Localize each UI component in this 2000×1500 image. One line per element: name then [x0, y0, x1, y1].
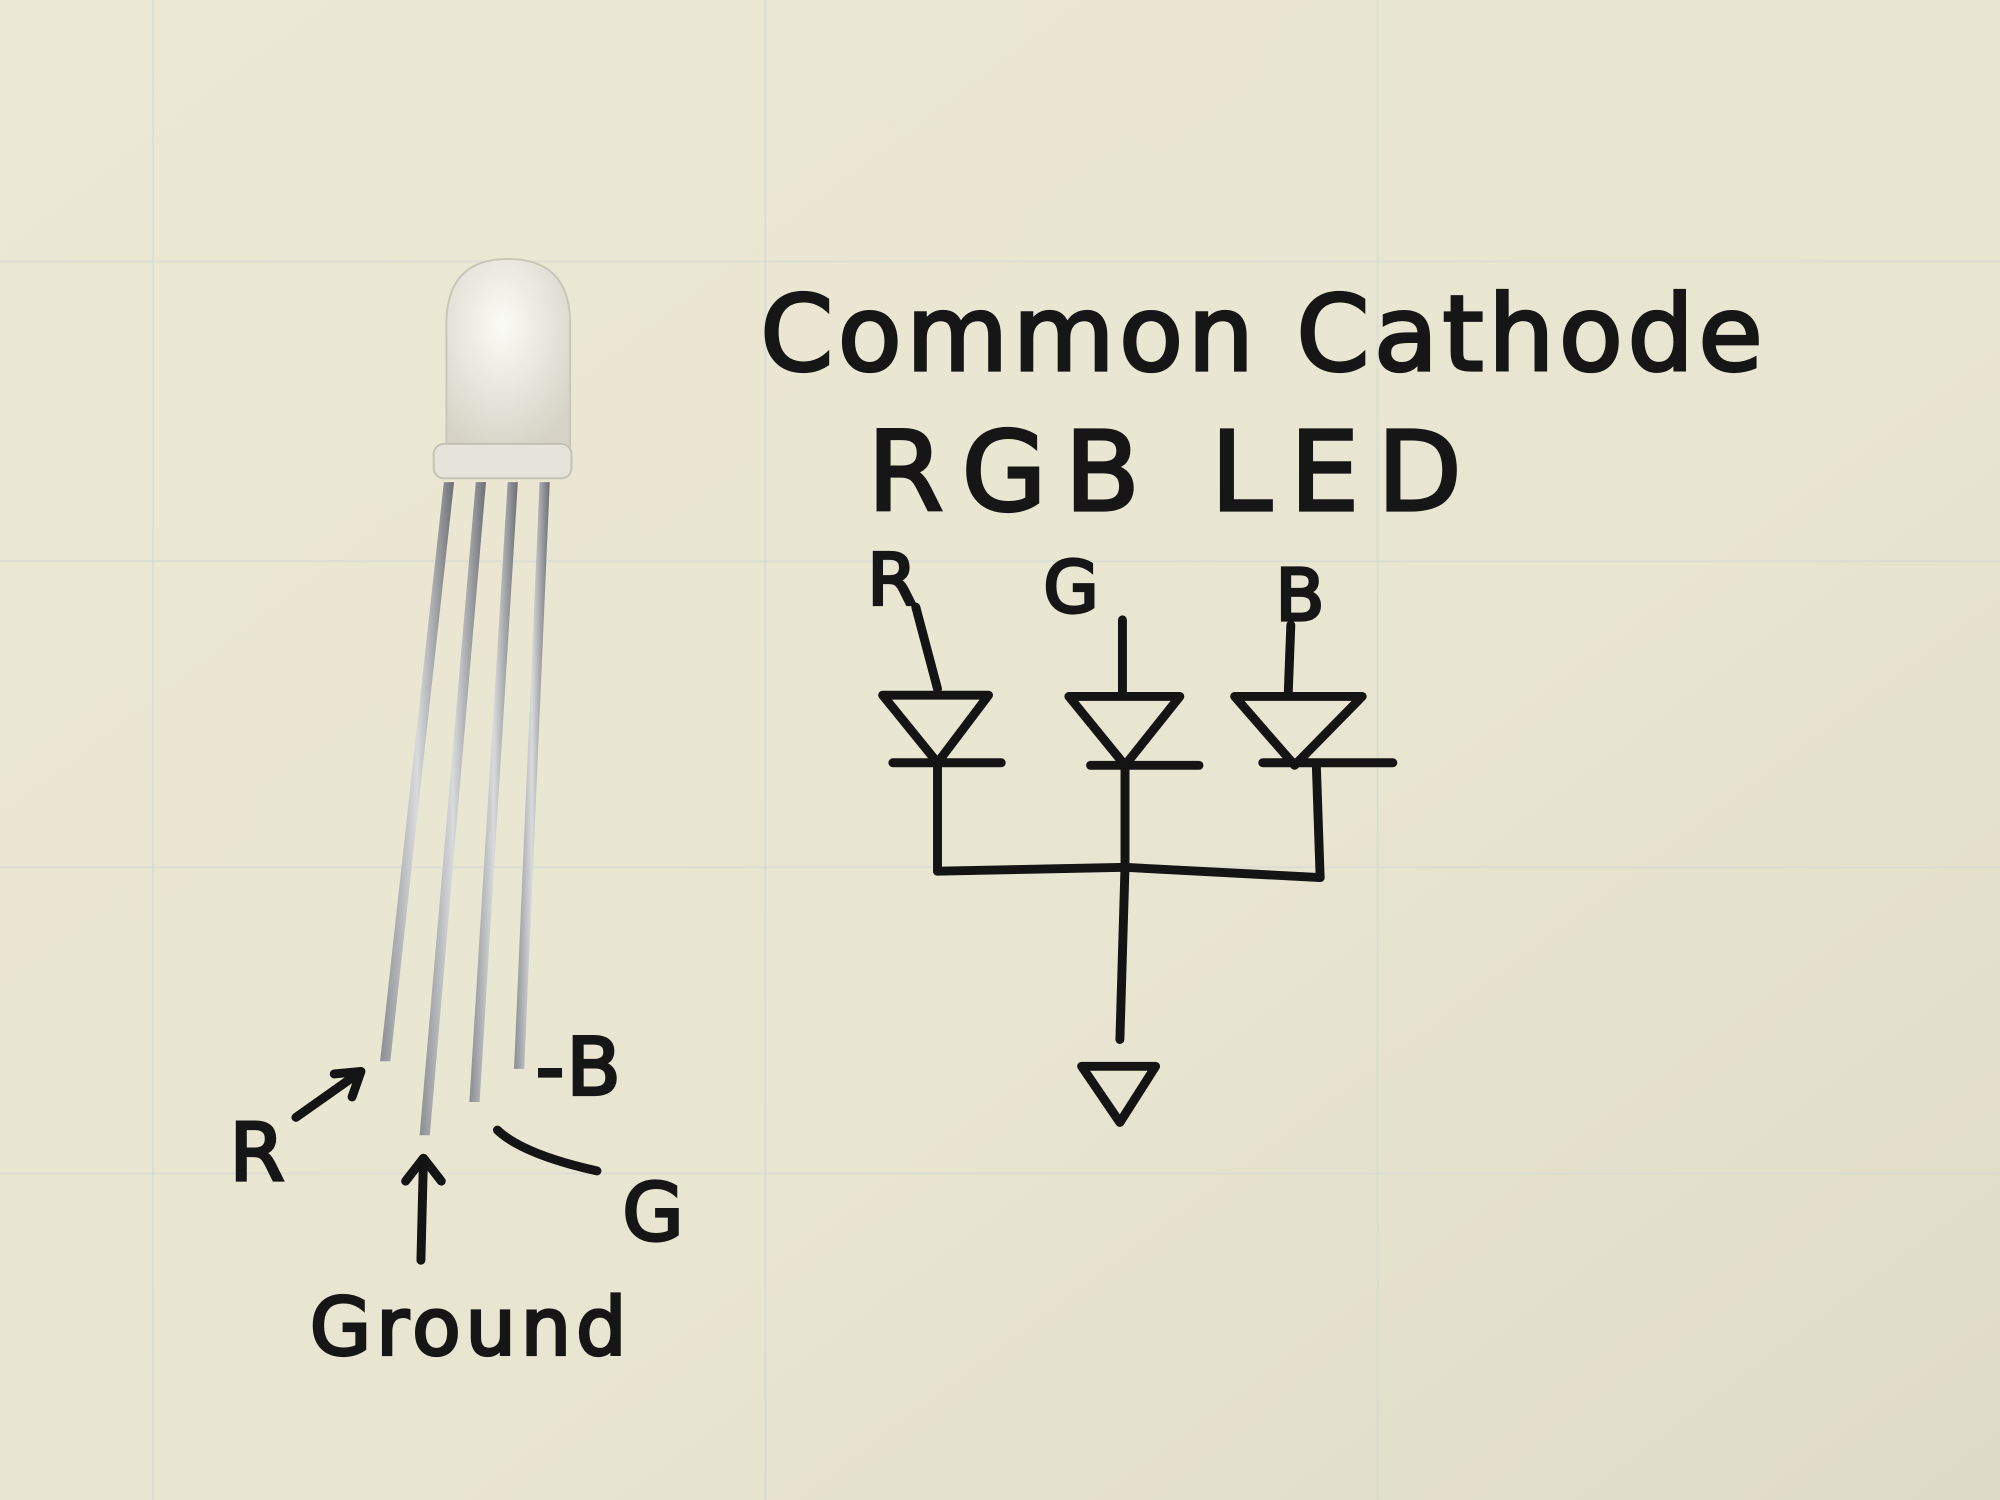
diode-blue [1230, 620, 1398, 883]
channel-label-r: R [867, 539, 922, 622]
pin-label-green: G [622, 1167, 688, 1259]
pin-labels: R Ground G -B [228, 1020, 688, 1375]
common-cathode-bus [933, 862, 1325, 1045]
line-green [492, 1125, 602, 1176]
pin-label-blue: -B [536, 1021, 626, 1113]
diode-green [1064, 615, 1204, 876]
led-leg-green [469, 482, 518, 1103]
schematic: R G B [866, 537, 1398, 1127]
diode-red [878, 602, 1006, 876]
led-leg-red [380, 482, 455, 1062]
arrow-ground [401, 1153, 446, 1265]
pin-label-red: R [230, 1107, 290, 1199]
led-leg-blue [514, 482, 550, 1069]
pin-label-ground: Ground [310, 1282, 631, 1374]
led-dome [445, 257, 572, 448]
rgb-led-component [380, 257, 573, 1136]
title-line-1: Common Cathode [760, 273, 1768, 395]
channel-label-g: G [1043, 546, 1103, 629]
title-line-2: RGB LED [867, 408, 1466, 536]
channel-label-b: B [1276, 554, 1330, 637]
led-flange [432, 442, 573, 480]
ground-symbol [1077, 1061, 1161, 1127]
arrow-red [291, 1066, 366, 1122]
led-leg-ground [419, 482, 486, 1136]
